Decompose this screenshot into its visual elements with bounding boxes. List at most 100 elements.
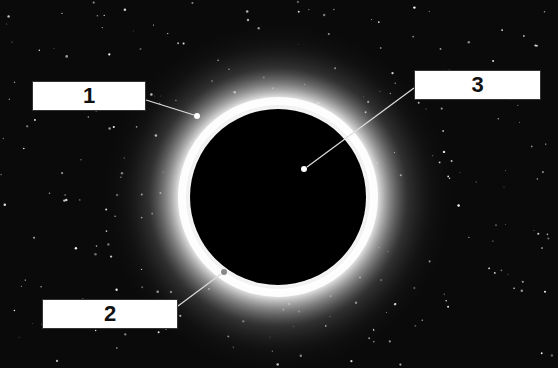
star	[61, 172, 63, 174]
star	[0, 174, 2, 176]
star	[541, 352, 543, 354]
star	[14, 81, 16, 83]
callout-box: 2	[42, 299, 178, 329]
photon-ring	[182, 101, 374, 293]
star	[544, 291, 546, 293]
star	[11, 42, 12, 43]
star	[501, 29, 503, 31]
star	[32, 323, 34, 325]
event-horizon	[190, 109, 366, 285]
star	[64, 194, 66, 196]
star	[93, 2, 95, 4]
star	[380, 47, 382, 49]
star	[505, 223, 507, 225]
star	[537, 233, 539, 235]
star	[399, 363, 401, 365]
pointer-dot	[194, 113, 200, 119]
star	[545, 143, 546, 144]
star	[415, 325, 417, 327]
star	[547, 234, 549, 236]
leader-line	[178, 274, 221, 306]
star	[14, 310, 16, 312]
star	[507, 273, 509, 275]
star	[153, 25, 154, 26]
pointer-dot	[301, 166, 307, 172]
star	[26, 125, 28, 127]
star	[476, 181, 477, 182]
star	[33, 237, 35, 239]
star	[492, 240, 493, 241]
star	[75, 247, 77, 249]
star	[441, 108, 443, 110]
star	[4, 204, 6, 206]
star	[116, 347, 118, 349]
star	[537, 178, 539, 180]
star	[61, 13, 62, 14]
star	[522, 281, 524, 283]
star	[6, 23, 8, 25]
star	[497, 118, 499, 120]
star	[494, 272, 496, 274]
star	[3, 138, 5, 140]
star	[65, 55, 68, 58]
star	[177, 42, 179, 44]
callout-number: 2	[104, 303, 116, 325]
star	[389, 340, 391, 342]
star	[80, 159, 82, 161]
star	[25, 280, 26, 281]
star	[412, 36, 414, 38]
star	[429, 11, 430, 12]
star	[468, 41, 470, 43]
star	[505, 170, 507, 172]
star	[542, 171, 544, 173]
star	[495, 225, 496, 226]
star	[422, 320, 423, 321]
star	[9, 99, 10, 100]
star	[513, 287, 514, 288]
star	[488, 267, 490, 269]
star	[501, 269, 503, 271]
callout-number: 3	[471, 74, 483, 96]
star	[94, 253, 96, 255]
star	[56, 360, 58, 362]
star	[124, 333, 126, 335]
star	[140, 48, 142, 50]
star	[333, 9, 334, 10]
star	[246, 10, 249, 13]
star	[104, 15, 105, 16]
star	[298, 11, 300, 13]
star	[115, 289, 117, 291]
star	[88, 116, 89, 117]
star	[297, 1, 299, 3]
star	[49, 192, 51, 194]
star	[447, 306, 449, 308]
star	[323, 14, 326, 17]
star	[96, 245, 98, 247]
star	[124, 8, 127, 11]
star	[445, 300, 447, 302]
star	[544, 11, 546, 13]
leader-line	[307, 88, 414, 167]
star	[132, 30, 134, 32]
star	[18, 336, 20, 338]
star	[413, 6, 415, 8]
star	[541, 247, 543, 249]
star	[534, 45, 536, 47]
callout-box: 1	[32, 81, 146, 111]
star	[34, 119, 36, 121]
leader-line	[146, 100, 194, 115]
star	[444, 294, 445, 295]
star	[53, 48, 54, 49]
star	[440, 48, 442, 50]
star	[503, 186, 504, 187]
star	[191, 2, 193, 4]
star	[517, 105, 518, 106]
star	[97, 15, 99, 17]
star	[523, 35, 525, 37]
star	[378, 21, 380, 23]
star	[551, 354, 553, 356]
callout-box: 3	[414, 70, 541, 100]
star	[23, 148, 25, 150]
star	[108, 53, 110, 55]
star	[308, 9, 309, 10]
